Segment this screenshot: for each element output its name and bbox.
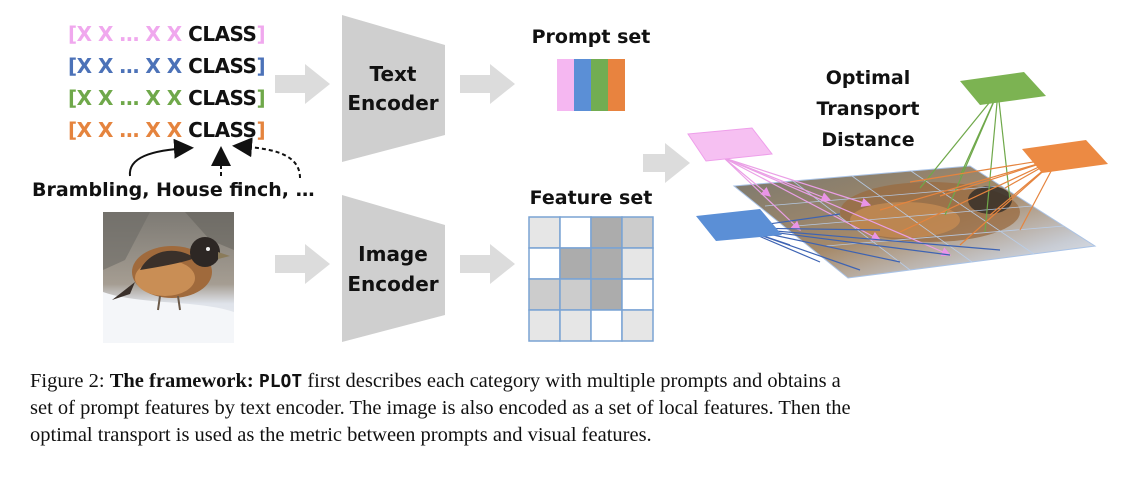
prompt-tile-green [960, 72, 1046, 105]
feature-cell [559, 216, 592, 249]
feature-cell [528, 278, 561, 311]
class-token: CLASS [188, 86, 257, 110]
feature-set-title: Feature set [530, 187, 653, 209]
transport-lines-pink [723, 157, 952, 257]
prompt-bar-orange [608, 59, 625, 111]
arrow-to-optimal-transport [643, 143, 690, 183]
figure-caption: Figure 2: The framework: PLOT first desc… [30, 368, 1110, 449]
prompt-tokens: [ [68, 54, 77, 78]
prompt-tokens: [ [68, 118, 77, 142]
class-arrow-solid [128, 138, 194, 177]
ot-label-line2: Transport [816, 98, 919, 120]
prompt-bracket: ] [256, 86, 266, 110]
arrow-prompts-to-text-encoder [275, 64, 330, 104]
image-encoder-shape [342, 195, 445, 342]
feature-cell [621, 247, 654, 280]
prompt-tokens: X X … X X [76, 22, 183, 46]
prompt-bar-blue [574, 59, 591, 111]
feature-cell [528, 309, 561, 342]
prompt-tile-pink [687, 127, 773, 162]
bird-image [103, 212, 234, 343]
feature-set-grid [528, 216, 654, 342]
arrow-image-encoder-to-feature-set [460, 244, 515, 284]
feature-cell [590, 247, 623, 280]
ot-label-line1: Optimal [826, 67, 910, 89]
arrow-image-to-image-encoder [275, 244, 330, 284]
caption-bold: The framework: [109, 370, 254, 392]
text-encoder-label-line2: Encoder [347, 91, 438, 115]
prompt-bracket: ] [256, 118, 266, 142]
prompt-template-green: [X X … X X CLASS] [68, 86, 266, 110]
text-encoder-label-line1: Text [369, 62, 416, 86]
class-token: CLASS [188, 22, 257, 46]
prompt-tile-blue [696, 209, 782, 241]
caption-text-3: optimal transport is used as the metric … [30, 424, 652, 446]
class-arrow-dashed-curve [232, 137, 301, 179]
image-encoder-label-line1: Image [358, 242, 428, 266]
class-token: CLASS [188, 54, 257, 78]
caption-text-1: first describes each category with multi… [302, 370, 841, 392]
text-encoder-shape [342, 15, 445, 162]
flow-arrows [275, 64, 690, 284]
feature-cell [621, 309, 654, 342]
feature-cell [590, 278, 623, 311]
caption-method-name: PLOT [258, 371, 303, 392]
feature-cell [559, 278, 592, 311]
prompt-bracket: ] [256, 22, 266, 46]
prompt-template-pink: [X X … X X CLASS] [68, 22, 266, 46]
caption-text-2: set of prompt features by text encoder. … [30, 397, 851, 419]
class-names: Brambling, House finch, … [32, 179, 315, 201]
prompt-tokens: [ [68, 86, 77, 110]
prompt-tokens: X X … X X [76, 86, 183, 110]
feature-cell [528, 216, 561, 249]
prompt-bar-green [591, 59, 608, 111]
prompt-tokens: X X … X X [76, 54, 183, 78]
prompt-set-title: Prompt set [532, 26, 651, 48]
caption-prefix: Figure 2: [30, 370, 110, 392]
feature-cell [528, 247, 561, 280]
arrow-text-encoder-to-prompt-set [460, 64, 515, 104]
ot-label-line3: Distance [821, 129, 914, 151]
feature-cell [559, 247, 592, 280]
prompt-bar-pink [557, 59, 574, 111]
prompt-tokens: X X … X X [76, 118, 183, 142]
feature-cell [590, 216, 623, 249]
prompt-set-bars [557, 59, 625, 111]
prompt-template-blue: [X X … X X CLASS] [68, 54, 266, 78]
image-encoder-label-line2: Encoder [347, 272, 438, 296]
prompt-tile-orange [1022, 140, 1108, 173]
prompt-bracket: ] [256, 54, 266, 78]
feature-cell [559, 309, 592, 342]
prompt-tokens: [ [68, 22, 77, 46]
feature-cell [621, 216, 654, 249]
feature-cell [590, 309, 623, 342]
feature-cell [621, 278, 654, 311]
